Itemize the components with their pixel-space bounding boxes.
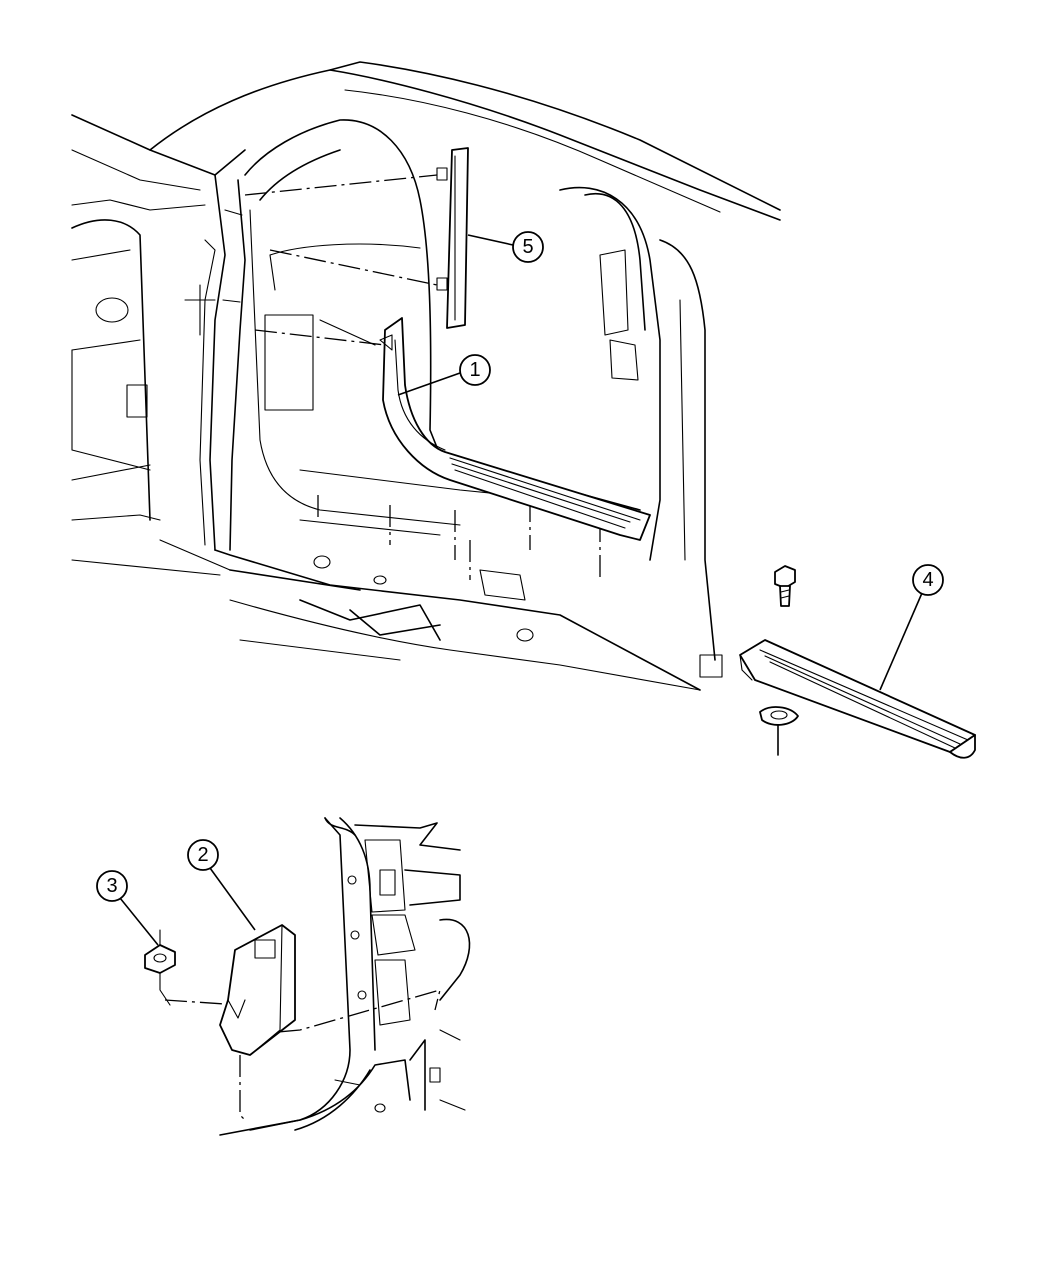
- callout-3: 3: [96, 870, 159, 946]
- callout-1: 1: [397, 354, 491, 396]
- callout-5-label: 5: [522, 236, 533, 258]
- part-3-flange-nut: [144, 929, 176, 1006]
- screw-fastener: [774, 565, 796, 607]
- clip-fastener: [759, 706, 799, 756]
- callout-4-label: 4: [922, 569, 933, 591]
- callout-5: 5: [467, 231, 544, 263]
- part-4-sill-plate: [739, 639, 976, 759]
- part-2-pillar-cover: [219, 924, 296, 1121]
- part-1-sill-trim-panel: [254, 317, 651, 541]
- vehicle-body-side-illustration: [71, 61, 781, 691]
- callout-2-label: 2: [197, 844, 208, 866]
- part-5-trim-strip: [244, 147, 469, 329]
- callout-3-label: 3: [106, 875, 117, 897]
- callout-1-label: 1: [469, 359, 480, 381]
- callout-4: 4: [879, 564, 944, 691]
- callout-2: 2: [187, 839, 256, 931]
